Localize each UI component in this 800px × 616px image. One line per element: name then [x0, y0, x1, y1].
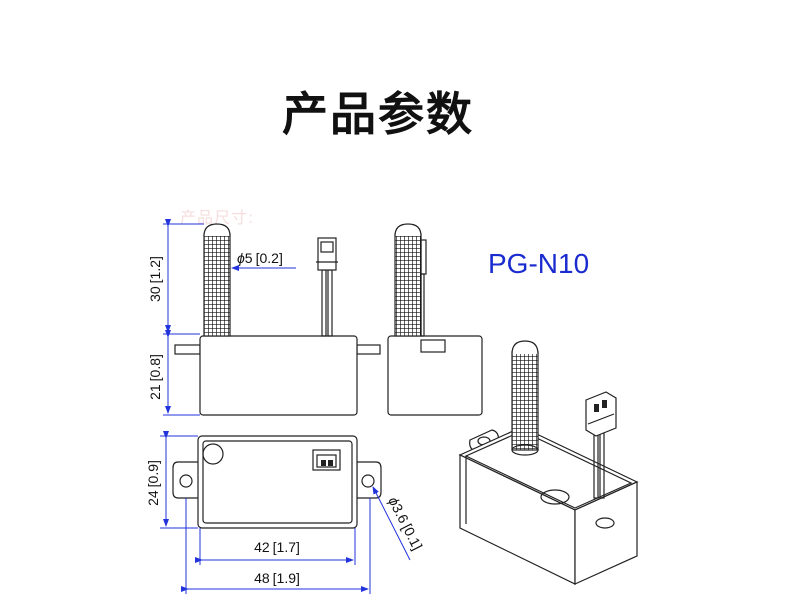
wire-right: [327, 269, 333, 337]
probe-top-circle: [202, 443, 224, 465]
watermark-text: 产品尺寸:: [180, 208, 255, 227]
depth-value: 24: [145, 490, 161, 506]
top-connector: [312, 449, 341, 471]
depth-label: 24[0.9]: [145, 460, 161, 506]
right-ear: [356, 461, 382, 499]
side-view: [387, 223, 483, 416]
front-body: [199, 335, 358, 416]
side-body: [387, 335, 483, 416]
side-probe-mesh: [394, 233, 422, 337]
top-view: 24[0.9] 42[1.7] 48[1.9] ϕ3.6[0.1]: [145, 431, 426, 594]
iso-top-rim: [464, 430, 633, 509]
probe-height-label: 30[1.2]: [147, 256, 163, 302]
side-connector: [420, 239, 427, 275]
total-width-label: 48[1.9]: [254, 570, 300, 586]
side-wire: [420, 273, 425, 337]
iso-mount-boss: [595, 517, 615, 529]
inner-width-inch: 1.7: [277, 539, 297, 555]
hole-diameter-value: 3.6: [389, 501, 412, 526]
probe-diameter-label: ϕ5[0.2]: [237, 250, 283, 266]
iso-probe-mesh: [511, 351, 539, 451]
hole-diameter-label: ϕ3.6[0.1]: [385, 494, 425, 553]
inner-width-value: 42: [254, 539, 270, 555]
probe-diameter-value: 5: [245, 250, 253, 266]
total-width-value: 48: [254, 570, 270, 586]
front-view: 30[1.2] 21[0.8] ϕ5[0.2]: [147, 219, 381, 416]
connector-slot: [320, 241, 334, 253]
top-connector-inner: [316, 454, 337, 468]
depth-inch: 0.9: [145, 464, 161, 484]
body-height-value: 21: [147, 384, 163, 400]
right-tab: [356, 344, 381, 355]
probe-height-value: 30: [147, 286, 163, 302]
wire-left: [321, 269, 327, 337]
pin-right: [328, 460, 333, 466]
hole-diameter-inch: 0.1: [401, 525, 424, 550]
body-height-inch: 0.8: [147, 358, 163, 378]
body-height-label: 21[0.8]: [147, 354, 163, 400]
model-number: PG-N10: [488, 248, 590, 279]
probe-mesh: [203, 233, 231, 337]
iso-probe-base: [511, 444, 539, 456]
page-title: 产品参数: [282, 87, 474, 141]
iso-pin-1: [594, 404, 599, 412]
left-hole: [179, 474, 193, 488]
left-tab: [174, 344, 201, 355]
iso-inner-boss: [540, 489, 570, 505]
right-hole: [361, 474, 375, 488]
iso-side-face: [574, 481, 638, 585]
pin-left: [321, 460, 326, 466]
probe-cap: [203, 223, 231, 237]
isometric-view: [458, 340, 639, 585]
side-probe-cap: [394, 223, 422, 237]
iso-connector: [585, 391, 617, 437]
iso-pin-2: [602, 400, 607, 408]
iso-probe-cap: [511, 340, 539, 355]
probe-diameter-inch: 0.2: [259, 250, 279, 266]
top-body-inner: [202, 440, 353, 524]
hole-diameter-leader: [372, 486, 411, 561]
iso-connector-lip: [587, 413, 615, 425]
inner-width-label: 42[1.7]: [254, 539, 300, 555]
probe-height-inch: 1.2: [147, 260, 163, 280]
total-width-inch: 1.9: [277, 570, 297, 586]
side-tab: [420, 339, 446, 353]
left-ear: [172, 461, 201, 499]
